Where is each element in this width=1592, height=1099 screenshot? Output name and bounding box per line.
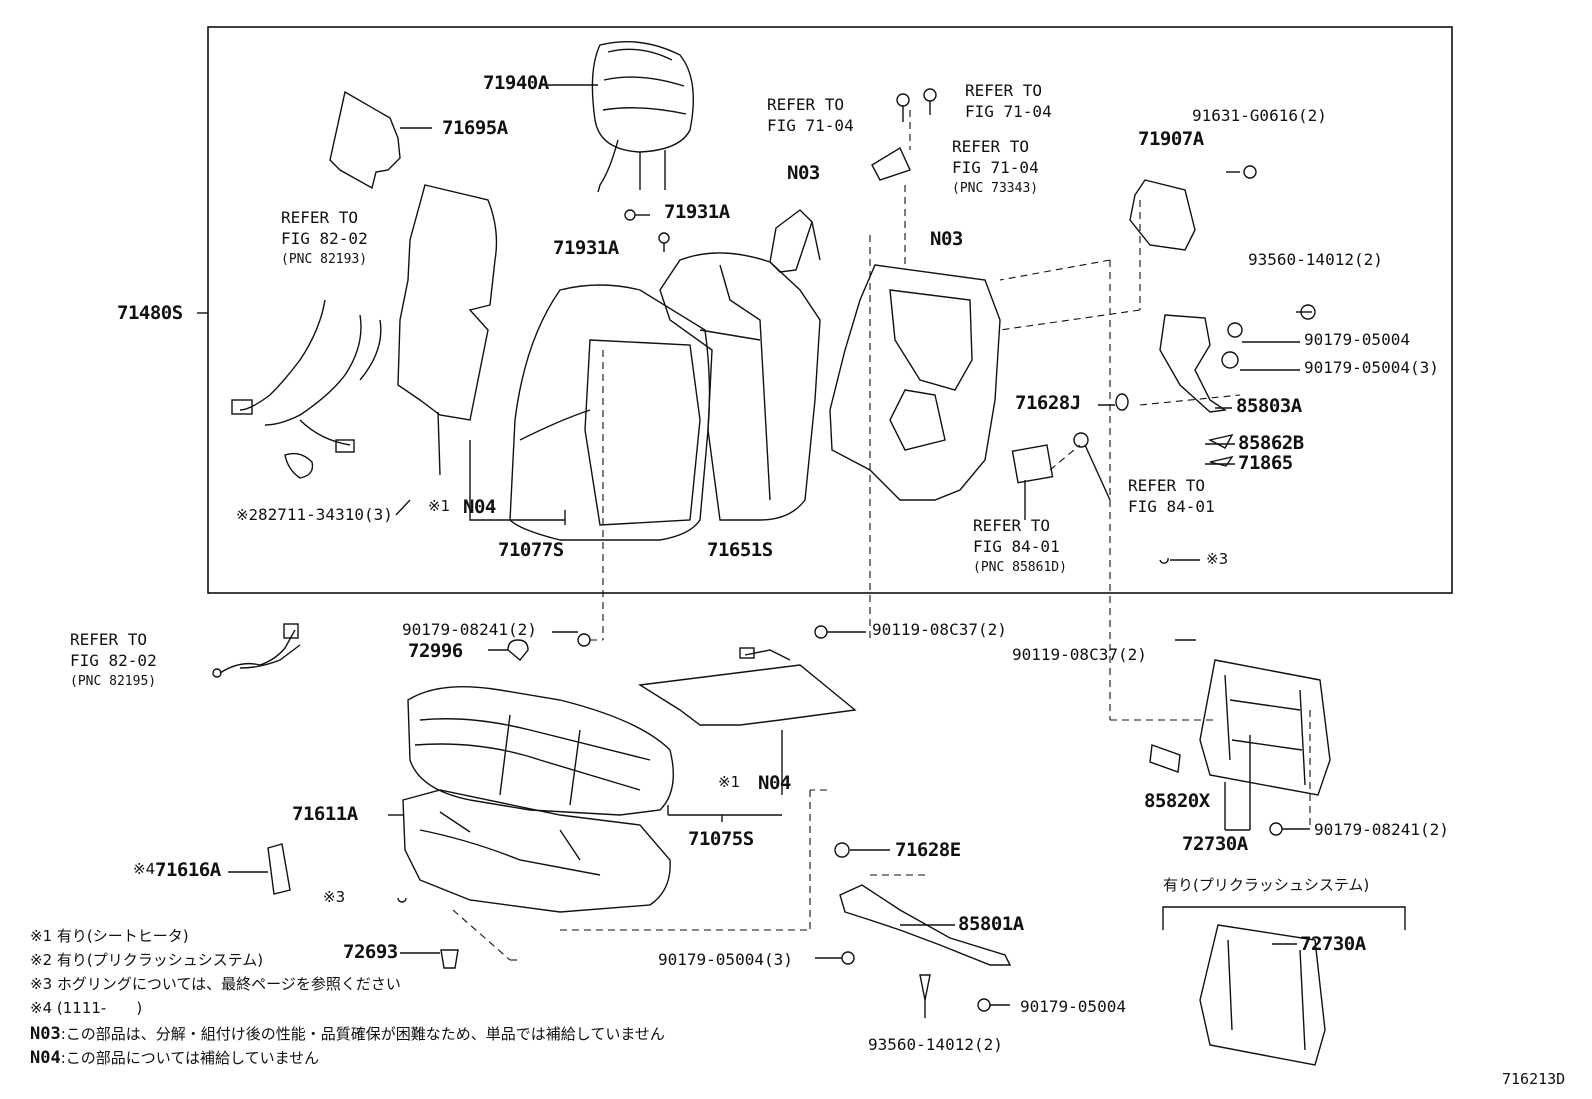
wire-harness-shape: [231, 299, 382, 479]
part-71480S[interactable]: 71480S: [117, 302, 183, 324]
clip-72996-shape: [507, 639, 529, 661]
part-N04-upper[interactable]: N04: [463, 496, 496, 518]
part-71075S[interactable]: 71075S: [688, 828, 754, 850]
part-72730A-precrash[interactable]: 72730A: [1300, 933, 1366, 955]
airbag-module-shape: [769, 209, 821, 273]
bracket-71695A-shape: [329, 90, 401, 190]
mark-3-lower: ※3: [323, 888, 346, 906]
part-85820X[interactable]: 85820X: [1144, 790, 1210, 812]
heater-mat-upper-shape: [397, 184, 498, 421]
seatback-cover-shape: [509, 284, 711, 541]
part-71940A[interactable]: 71940A: [483, 72, 549, 94]
part-71907A[interactable]: 71907A: [1138, 128, 1204, 150]
part-71865[interactable]: 71865: [1238, 452, 1293, 474]
part-72693[interactable]: 72693: [343, 941, 398, 963]
seat-cushion-pad-shape: [402, 789, 671, 913]
part-90119-08C37-left[interactable]: 90119-08C37(2): [872, 620, 1007, 639]
part-72730A[interactable]: 72730A: [1182, 833, 1248, 855]
part-71611A[interactable]: 71611A: [292, 803, 358, 825]
footnote-N03: N03:この部品は、分解・組付け後の性能・品質確保が困難なため、単品では補給して…: [30, 1024, 665, 1044]
seatback-pad-shape: [659, 252, 821, 521]
part-91631-G0616[interactable]: 91631-G0616(2): [1192, 106, 1327, 125]
heater-mat-lower-shape: [637, 664, 857, 726]
part-85801A[interactable]: 85801A: [958, 913, 1024, 935]
mark-1-upper: ※1: [428, 497, 451, 515]
cushion-frame-precrash-shape: [1199, 924, 1326, 1066]
part-72996[interactable]: 72996: [408, 640, 463, 662]
footnote-3: ※3 ホグリングについては、最終ページを参照ください: [30, 975, 401, 993]
part-90179-05004-3-lower[interactable]: 90179-05004(3): [658, 950, 793, 969]
part-N03-frame[interactable]: N03: [930, 228, 963, 250]
part-93560-14012-bottom[interactable]: 93560-14012(2): [868, 1035, 1003, 1054]
part-N03-airbag[interactable]: N03: [787, 162, 820, 184]
part-90179-05004-lower[interactable]: 90179-05004: [1020, 997, 1126, 1016]
bracket-71907A-shape: [1129, 179, 1196, 251]
seatback-group-frame: [207, 26, 1453, 594]
footnote-4: ※4 (1111- ): [30, 999, 143, 1017]
part-71077S[interactable]: 71077S: [498, 539, 564, 561]
part-71628E[interactable]: 71628E: [895, 839, 961, 861]
headrest-shape: [591, 41, 695, 193]
part-90179-08241-lower[interactable]: 90179-08241(2): [1314, 820, 1449, 839]
part-82711-34310[interactable]: 82711-34310(3): [258, 505, 393, 524]
part-90179-05004[interactable]: 90179-05004: [1304, 330, 1410, 349]
bracket-71616A-shape: [267, 843, 291, 895]
part-90179-08241-upper[interactable]: 90179-08241(2): [402, 620, 537, 639]
mark-3-upper: ※3: [1206, 550, 1229, 568]
figure-id: 716213D: [1502, 1070, 1566, 1088]
wire-harness-lower-shape: [212, 623, 301, 678]
link-85803A-shape: [1159, 314, 1227, 413]
part-N04-lower[interactable]: N04: [758, 772, 791, 794]
part-93560-14012-top[interactable]: 93560-14012(2): [1248, 250, 1383, 269]
sensor-85861D-shape: [1011, 444, 1054, 484]
footnote-N04: N04:この部品については補給していません: [30, 1048, 320, 1068]
footnote-1: ※1 有り(シートヒータ): [30, 927, 189, 945]
part-71651S[interactable]: 71651S: [707, 539, 773, 561]
mark-1-lower: ※1: [718, 773, 741, 791]
seatback-frame-shape: [829, 264, 1001, 501]
precrash-box-title: 有り(プリクラッシュシステム): [1163, 876, 1370, 894]
part-71628J[interactable]: 71628J: [1015, 392, 1081, 414]
motor-85820X-shape: [1149, 744, 1181, 773]
part-90179-05004-3[interactable]: 90179-05004(3): [1304, 358, 1439, 377]
part-85803A[interactable]: 85803A: [1236, 395, 1302, 417]
part-90119-08C37-right[interactable]: 90119-08C37(2): [1012, 645, 1147, 664]
cushion-frame-shape: [1199, 659, 1331, 796]
mark-4: ※4: [133, 860, 156, 878]
seat-cushion-cover-shape: [407, 686, 675, 816]
part-71695A[interactable]: 71695A: [442, 117, 508, 139]
part-71931A-lower[interactable]: 71931A: [553, 237, 619, 259]
part-71931A-upper[interactable]: 71931A: [664, 201, 730, 223]
part-71616A[interactable]: 71616A: [155, 859, 221, 881]
mark-2: ※2: [236, 506, 259, 524]
footnote-2: ※2 有り(プリクラッシュシステム): [30, 951, 264, 969]
link-85801A-shape: [839, 884, 1012, 966]
part-85862B[interactable]: 85862B: [1238, 432, 1304, 454]
